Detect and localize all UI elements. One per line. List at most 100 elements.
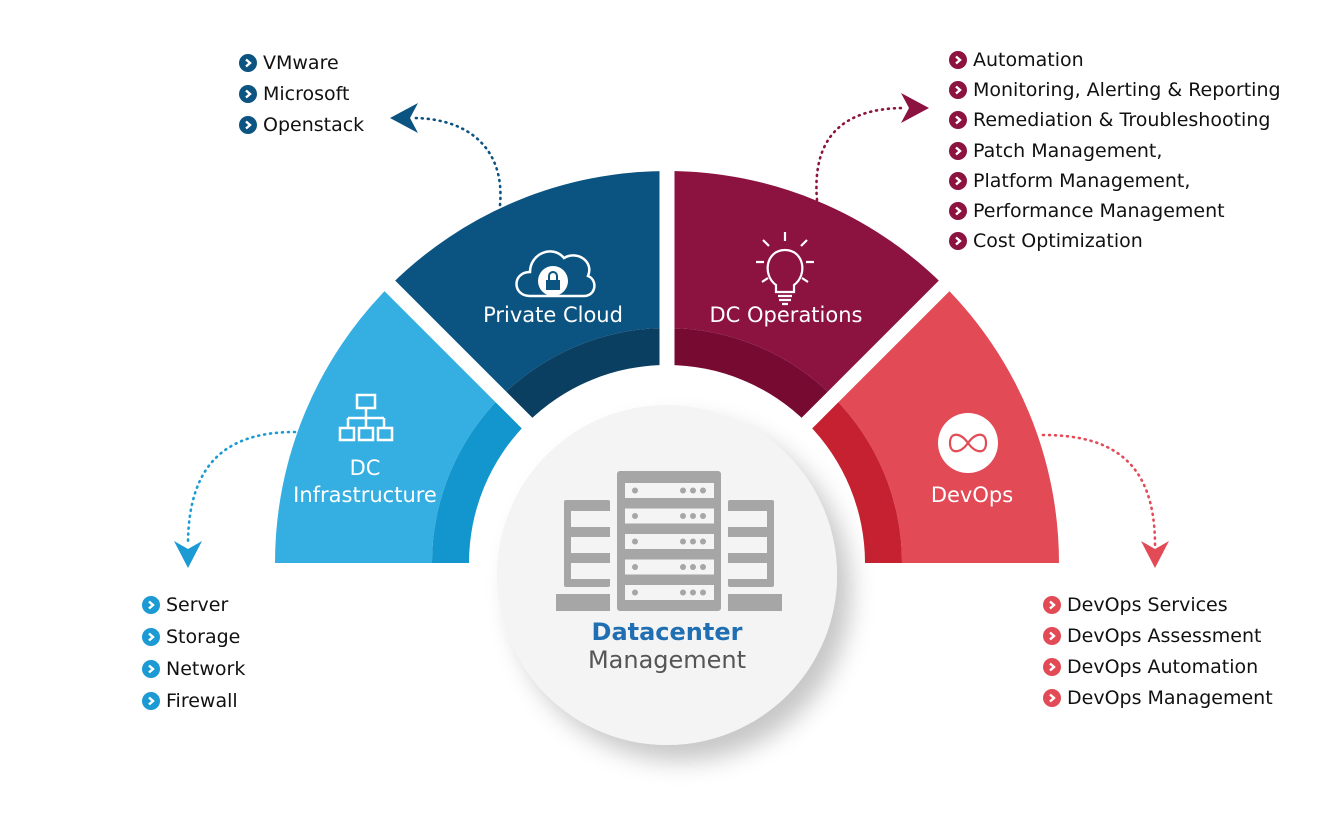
cloud-lock-icon (515, 250, 596, 298)
segment-label-line: Infrastructure (293, 483, 437, 507)
list-item-label: DevOps Assessment (1067, 624, 1262, 647)
server-led (680, 589, 686, 596)
chevron-right-icon (949, 141, 967, 160)
chevron-right-icon (142, 628, 160, 646)
list-item-label: DevOps Management (1067, 686, 1273, 709)
chevron-right-icon (949, 232, 967, 251)
server-led (690, 564, 696, 570)
arrowhead-down-icon (174, 541, 202, 568)
arrow-to-devops-list (1041, 433, 1157, 547)
server-led (680, 564, 686, 570)
chevron-right-icon (239, 53, 257, 72)
server-led (680, 513, 686, 519)
list-item-label: Server (166, 594, 229, 616)
list-item: Monitoring, Alerting & Reporting (949, 75, 1281, 105)
list-item: Openstack (239, 109, 364, 140)
segment-inner-ring-dc-infrastructure (432, 396, 527, 563)
chevron-right-icon (142, 596, 160, 614)
list-item-label: Cost Optimization (973, 230, 1143, 253)
list-item-label: Monitoring, Alerting & Reporting (973, 79, 1281, 102)
server-led (680, 538, 686, 545)
list-item: DevOps Management (1043, 682, 1273, 713)
arrow-to-infra-list (186, 430, 297, 547)
chevron-right-icon (1043, 657, 1061, 676)
list-item-label: Patch Management, (973, 139, 1163, 162)
server-led (632, 513, 638, 519)
arrowhead-right-icon (901, 93, 929, 123)
server-led (632, 487, 638, 494)
segment-label-private-cloud: Private Cloud (483, 303, 623, 327)
server-slot (625, 585, 714, 600)
segment-inner-ring-private-cloud (500, 328, 667, 423)
server-led (690, 487, 696, 494)
server-rack-icon (556, 471, 782, 611)
chevron-right-icon (949, 171, 967, 190)
network-hierarchy-icon (338, 393, 394, 442)
chevron-right-icon (1043, 595, 1061, 614)
list-item: Storage (142, 621, 245, 653)
center-title: Datacenter (591, 618, 743, 646)
server-led (700, 513, 706, 519)
list-item: Microsoft (239, 78, 364, 109)
server-led (690, 589, 696, 596)
segment-label-devops: DevOps (930, 483, 1014, 507)
list-item: Remediation & Troubleshooting (949, 105, 1281, 135)
server-led (690, 513, 696, 519)
arrow-to-cloud-list (410, 116, 502, 207)
list-item-label: Openstack (263, 113, 365, 136)
server-led (700, 538, 706, 545)
server-led (632, 589, 638, 596)
server-slot (625, 483, 714, 498)
list-item: DevOps Assessment (1043, 620, 1273, 651)
chevron-right-icon (239, 115, 257, 134)
list-item: Performance Management (949, 196, 1281, 226)
chevron-right-icon (949, 111, 967, 130)
server-led (700, 487, 706, 494)
segment-divider (378, 274, 567, 463)
chevron-right-icon (142, 660, 160, 678)
chevron-right-icon (239, 84, 257, 103)
list-item-label: Microsoft (263, 82, 350, 105)
list-item: Automation (949, 45, 1281, 75)
server-led (632, 538, 638, 545)
list-item-label: Platform Management, (973, 169, 1191, 192)
arrowhead-left-icon (390, 103, 418, 133)
segment-label-dc-infrastructure: DC Infrastructure (293, 455, 437, 509)
server-slot (625, 534, 714, 549)
list-item: DevOps Services (1043, 589, 1273, 620)
server-led (632, 564, 638, 570)
segment-label-dc-operations: DC Operations (709, 303, 863, 327)
chevron-right-icon (1043, 626, 1061, 645)
segment-label-line: DC (349, 456, 381, 480)
segment-private-cloud (389, 171, 667, 397)
list-item: Firewall (142, 685, 245, 717)
chevron-right-icon (949, 81, 967, 100)
chevron-right-icon (142, 692, 160, 710)
server-led (700, 589, 706, 596)
segment-inner-ring-dc-operations (667, 328, 834, 423)
center-subtitle: Management (587, 646, 747, 674)
list-item: Cost Optimization (949, 226, 1281, 256)
list-item: DevOps Automation (1043, 651, 1273, 682)
server-led (700, 564, 706, 570)
list-item-label: Firewall (166, 690, 238, 712)
list-item-label: Automation (973, 49, 1084, 72)
segment-dc-operations (667, 171, 945, 397)
server-slot (625, 508, 714, 524)
list-item-label: Network (166, 658, 246, 680)
segment-inner-ring-devops (807, 396, 902, 563)
chevron-right-icon (949, 202, 967, 221)
arrowhead-down-icon (1141, 541, 1169, 568)
list-item: Server (142, 589, 245, 621)
segment-divider (767, 274, 956, 463)
chevron-right-icon (949, 51, 967, 70)
list-item-label: DevOps Services (1067, 593, 1228, 616)
server-slot (625, 559, 714, 575)
list-item-label: Storage (166, 626, 241, 648)
list-item: VMware (239, 47, 364, 78)
